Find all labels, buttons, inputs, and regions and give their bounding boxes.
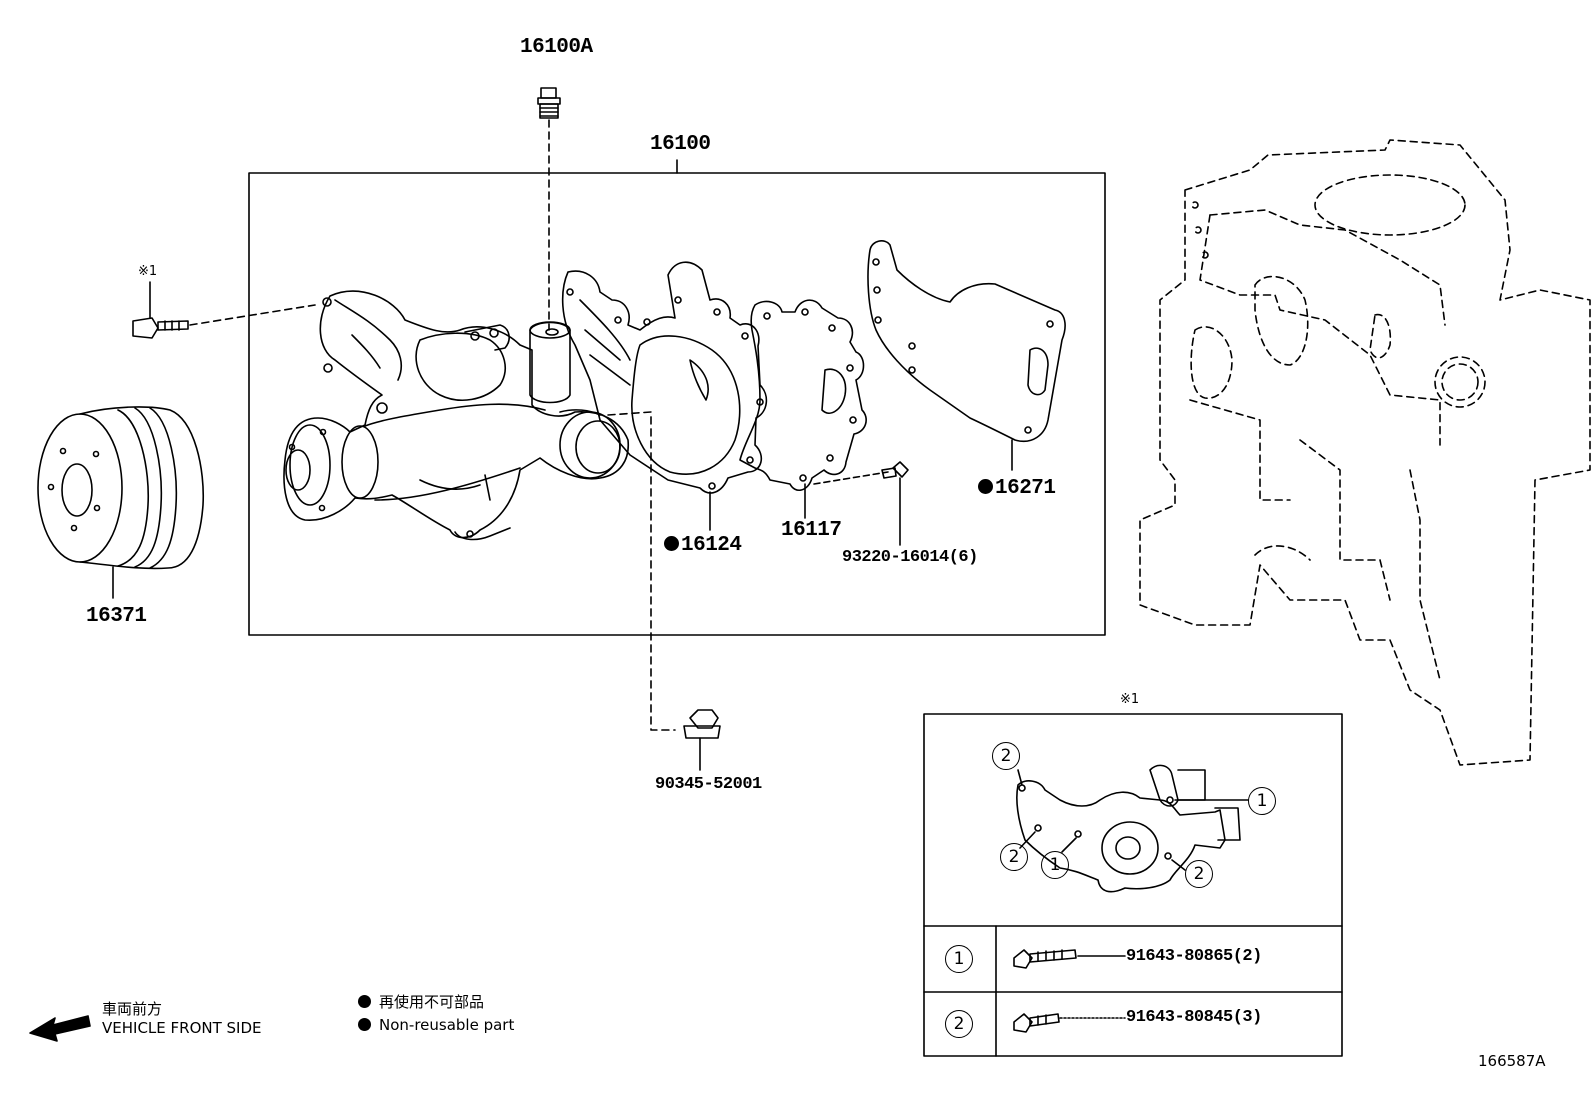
label-16100a: 16100A [520,36,593,59]
nonreusable-en-row: Non-reusable part [358,1016,514,1034]
ref-mark-bolt: ※1 [138,264,158,279]
nonreusable-dot [664,536,679,551]
label-16100: 16100 [650,133,711,156]
nonreusable-dot [358,995,371,1008]
pulley-16371 [37,406,205,599]
row-2-part: 91643-80845(3) [1126,1008,1262,1027]
callout-2-left: 2 [1000,843,1028,871]
bolt-ref1 [132,281,316,339]
detail-bolt-2 [1013,1013,1126,1033]
row-1-part: 91643-80865(2) [1126,947,1262,966]
label-16271: 16271 [978,478,1056,499]
nonreusable-dot [358,1018,371,1031]
label-93220: 93220-16014(6) [842,548,978,567]
label-16124: 16124 [664,535,742,556]
gasket-16271 [867,240,1066,471]
label-16271-text: 16271 [995,477,1056,500]
label-16124-text: 16124 [681,534,742,557]
diagram-id: 166587A [1478,1052,1546,1070]
detail-pump-outline [1016,764,1249,893]
plug-16100a [537,87,561,331]
drain-plug-90345 [683,709,721,771]
detail-ref-mark: ※1 [1120,692,1140,707]
plate-16117 [739,299,889,519]
bolt-93220 [881,461,909,546]
label-16117: 16117 [781,519,842,542]
nonreusable-jp-row: 再使用不可部品 [358,991,484,1012]
callout-2-bottom: 2 [1185,860,1213,888]
nonreusable-en: Non-reusable part [379,1016,515,1034]
water-pump-body [283,290,629,541]
label-16371: 16371 [86,605,147,628]
engine-block [1139,139,1591,766]
direction-en: VEHICLE FRONT SIDE [102,1019,262,1037]
gasket-16124 [561,261,768,731]
row-2-index: 2 [945,1010,973,1038]
row-1-index: 1 [945,945,973,973]
direction-arrow [29,1015,91,1042]
callout-2-top: 2 [992,742,1020,770]
nonreusable-jp: 再使用不可部品 [379,993,485,1011]
callout-1-middle: 1 [1041,851,1069,879]
nonreusable-dot [978,479,993,494]
detail-bolt-1 [1013,949,1126,969]
detail-box [923,713,1343,1057]
direction-jp: 車両前方 [102,1000,163,1018]
label-90345: 90345-52001 [655,775,762,794]
callout-1-right: 1 [1248,787,1276,815]
